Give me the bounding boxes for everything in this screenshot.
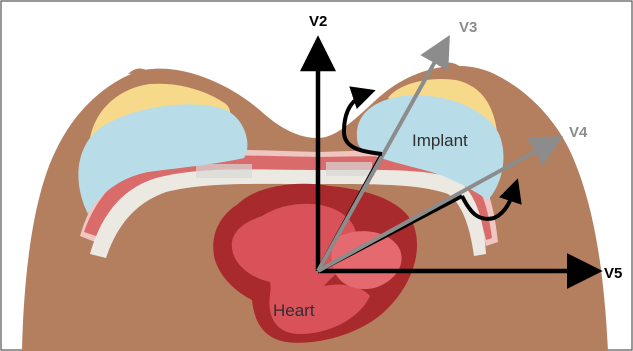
heart-label: Heart [273, 301, 315, 320]
implant-label: Implant [412, 131, 468, 150]
sternum-segment [326, 162, 372, 176]
sternum-segment [196, 164, 252, 178]
v2-label: V2 [309, 13, 327, 30]
v5-label: V5 [604, 265, 622, 282]
v4-label: V4 [569, 124, 588, 141]
v3-label: V3 [459, 19, 477, 36]
